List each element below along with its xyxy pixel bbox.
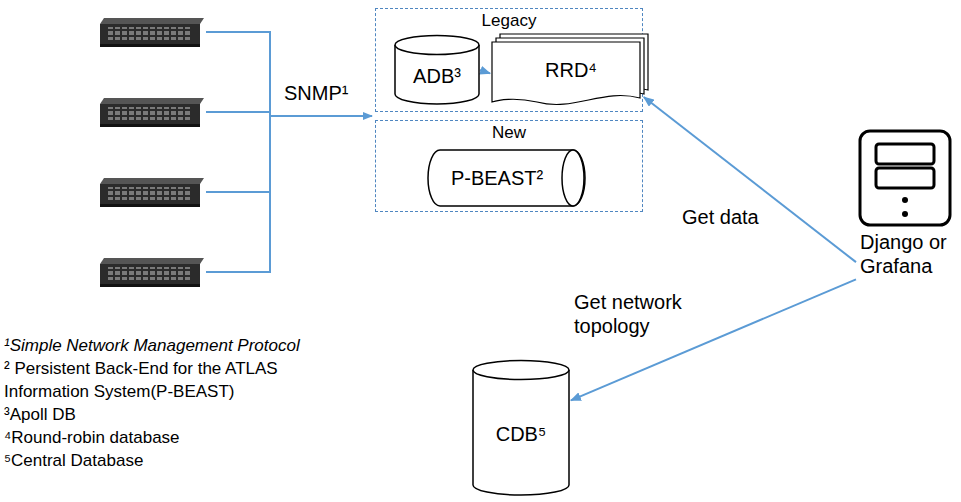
node-label: Django or Grafana bbox=[856, 230, 956, 278]
node-label: RRD⁴ bbox=[545, 59, 597, 82]
footnote: ⁵Central Database bbox=[4, 449, 143, 472]
protocol-label: SNMP¹ bbox=[284, 82, 348, 105]
connector-arrow bbox=[571, 279, 856, 400]
edge-label: Get network topology bbox=[572, 290, 694, 338]
group-title: New bbox=[376, 123, 642, 143]
database-cylinder: CDB⁵ bbox=[472, 360, 570, 496]
database-cylinder: P-BEAST² bbox=[428, 149, 586, 207]
footnote: ⁴Round-robin database bbox=[4, 426, 180, 449]
snmp-wiring bbox=[206, 31, 372, 273]
connector-arrow bbox=[480, 70, 490, 73]
footnote: ³Apoll DB bbox=[4, 403, 76, 426]
group-box: LegacyADB³ RRD⁴ bbox=[375, 8, 643, 112]
node-label: P-BEAST² bbox=[451, 167, 543, 190]
connector-arrow bbox=[644, 97, 856, 262]
node-label: CDB⁵ bbox=[496, 423, 547, 446]
footnote: ¹Simple Network Management Protocol bbox=[4, 334, 300, 357]
group-title: Legacy bbox=[376, 11, 642, 31]
footnote: ² Persistent Back-End for the ATLAS Info… bbox=[4, 357, 339, 403]
document-stack: RRD⁴ bbox=[491, 33, 651, 107]
network-switches bbox=[100, 18, 204, 287]
database-cylinder: ADB³ bbox=[394, 35, 480, 105]
group-box: NewP-BEAST² bbox=[375, 120, 643, 212]
server-icon: Django or Grafana bbox=[856, 128, 956, 300]
edge-label: Get data bbox=[680, 205, 761, 229]
node-label: ADB³ bbox=[413, 65, 461, 88]
server-outline bbox=[856, 128, 956, 228]
